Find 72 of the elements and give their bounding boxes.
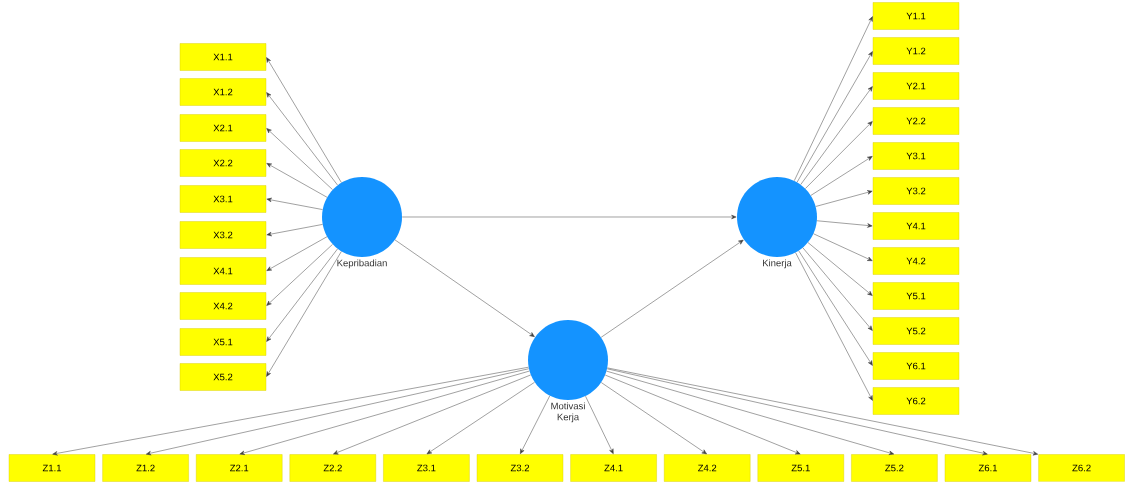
indicator-box: X4.1 — [179, 257, 267, 285]
indicator-box: Z2.1 — [196, 454, 283, 482]
indicator-box: X5.1 — [179, 328, 267, 356]
indicator-box: Y6.1 — [872, 352, 960, 380]
arrow — [794, 16, 873, 181]
arrow — [816, 220, 873, 228]
arrow — [401, 214, 737, 220]
node-label: Kepribadian — [337, 259, 387, 269]
arrow — [805, 121, 873, 189]
indicator-box: Z1.2 — [102, 454, 189, 482]
arrow — [394, 239, 535, 337]
indicator-box: Y4.1 — [872, 212, 960, 240]
arrow — [266, 163, 328, 198]
indicator-box: Z4.2 — [664, 454, 751, 482]
arrow — [520, 395, 550, 454]
arrow — [813, 233, 873, 261]
indicator-box: Z3.1 — [383, 454, 470, 482]
arrow — [795, 252, 873, 401]
arrow — [802, 247, 873, 331]
indicator-box: X2.2 — [179, 149, 267, 177]
arrow — [266, 251, 342, 377]
indicator-box: Y1.1 — [872, 2, 960, 30]
node-label: Kinerja — [763, 259, 792, 269]
arrow — [146, 368, 530, 456]
arrow — [239, 370, 530, 455]
indicator-box: Y5.1 — [872, 282, 960, 310]
indicator-box: Y6.2 — [872, 387, 960, 415]
arrow — [796, 51, 873, 183]
arrow — [600, 239, 744, 338]
arrow — [266, 236, 328, 271]
indicator-box: Z3.2 — [476, 454, 564, 482]
indicator-box: Z2.2 — [289, 454, 376, 482]
arrow — [585, 395, 614, 454]
indicator-box: Z1.1 — [8, 454, 96, 482]
indicator-box: X5.2 — [179, 363, 267, 391]
indicator-box: Z6.1 — [944, 454, 1032, 482]
indicator-box: Y4.2 — [872, 247, 960, 275]
arrow — [807, 242, 873, 296]
arrow — [266, 92, 338, 186]
indicator-box: X3.2 — [179, 221, 267, 249]
arrow — [266, 197, 323, 210]
node-label: Motivasi Kerja — [551, 402, 585, 423]
indicator-box: Z5.1 — [757, 454, 844, 482]
arrow — [605, 374, 801, 455]
indicator-box: Y1.2 — [872, 37, 960, 65]
indicator-box: Y2.2 — [872, 107, 960, 135]
arrow — [266, 128, 333, 190]
indicator-box: X1.2 — [179, 78, 267, 106]
indicator-box: Y3.2 — [872, 177, 960, 205]
arrow — [266, 244, 333, 306]
arrow — [266, 224, 323, 237]
arrow — [266, 248, 338, 342]
indicator-box: Y5.2 — [872, 317, 960, 345]
indicator-box: Z6.2 — [1038, 454, 1125, 482]
indicator-box: X1.1 — [179, 43, 267, 71]
arrow — [601, 382, 707, 455]
arrow — [815, 190, 873, 207]
arrow — [426, 382, 535, 455]
arrow — [798, 250, 873, 366]
arrow — [606, 370, 895, 455]
indicator-box: Z5.2 — [851, 454, 938, 482]
arrow — [800, 86, 873, 185]
arrow — [333, 374, 531, 455]
indicator-box: Y2.1 — [872, 72, 960, 100]
indicator-box: Y3.1 — [872, 142, 960, 170]
arrow — [266, 57, 342, 183]
arrow — [52, 366, 529, 456]
indicator-box: X2.1 — [179, 114, 267, 142]
indicator-box: X3.1 — [179, 185, 267, 213]
arrow — [810, 156, 873, 196]
indicator-box: X4.2 — [179, 292, 267, 320]
indicator-box: Z4.1 — [570, 454, 657, 482]
